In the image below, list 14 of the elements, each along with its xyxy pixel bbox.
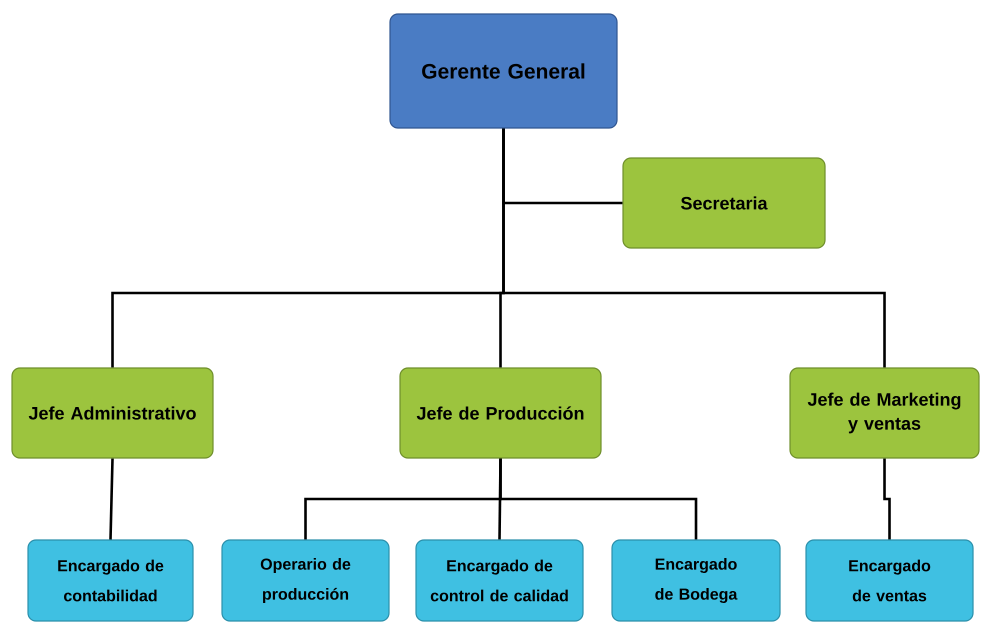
- process-box: Secretaria: [622, 157, 826, 249]
- connector-line: [499, 458, 698, 540]
- process-box: Encargado de ventas: [805, 539, 974, 622]
- process-box: Gerente General: [389, 13, 618, 129]
- connector-line: [502, 128, 886, 368]
- process-box: Jefe de Producción: [399, 367, 602, 459]
- process-box: Encargado de Bodega: [611, 539, 781, 622]
- process-box: Encargado de control de calidad: [415, 539, 584, 622]
- process-box: Encargado de contabilidad: [27, 539, 194, 622]
- process-box: Jefe Administrativo: [11, 367, 214, 459]
- connector-line: [109, 458, 114, 540]
- process-box: Operario de producción: [221, 539, 390, 622]
- connector-line: [883, 458, 891, 540]
- process-box: Jefe de Marketing y ventas: [789, 367, 980, 459]
